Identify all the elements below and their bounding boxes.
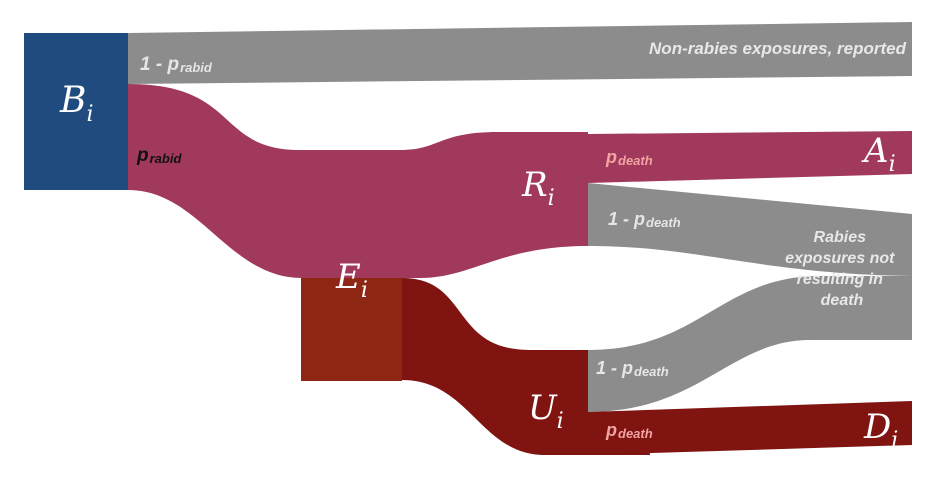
flow-untreated <box>402 278 650 455</box>
node-label-averted: Ai <box>861 131 896 177</box>
outcome-label-not-death: Rabies exposures not resulting in death <box>785 229 899 309</box>
node-label-untreated: Ui <box>528 388 564 434</box>
flow-label-untreated-survive: 1 - pdeath <box>596 358 669 379</box>
flow-label-pep-survive: 1 - pdeath <box>608 209 681 230</box>
flow-label-pep-death: pdeath <box>605 147 653 168</box>
flow-non-rabies <box>128 22 912 84</box>
node-label-deaths: Di <box>863 407 898 453</box>
node-bites-box <box>24 33 128 190</box>
node-exposed-box <box>301 278 402 381</box>
node-label-received-pep: Ri <box>521 165 555 211</box>
flow-label-rabid: prabid <box>136 145 182 166</box>
flow-pep-death <box>588 131 912 183</box>
flow-untreated-survive <box>588 276 912 412</box>
flow-pep-survive <box>588 183 912 276</box>
flow-untreated-death <box>588 401 912 455</box>
flow-label-untreated-death: pdeath <box>605 420 653 441</box>
flow-label-not-rabid: 1 - prabid <box>140 54 213 75</box>
flow-rabid <box>128 84 588 278</box>
outcome-label-non-rabies: Non-rabies exposures, reported <box>649 39 907 58</box>
node-label-bites: Bi <box>59 80 94 127</box>
node-label-exposed: Ei <box>335 257 368 303</box>
